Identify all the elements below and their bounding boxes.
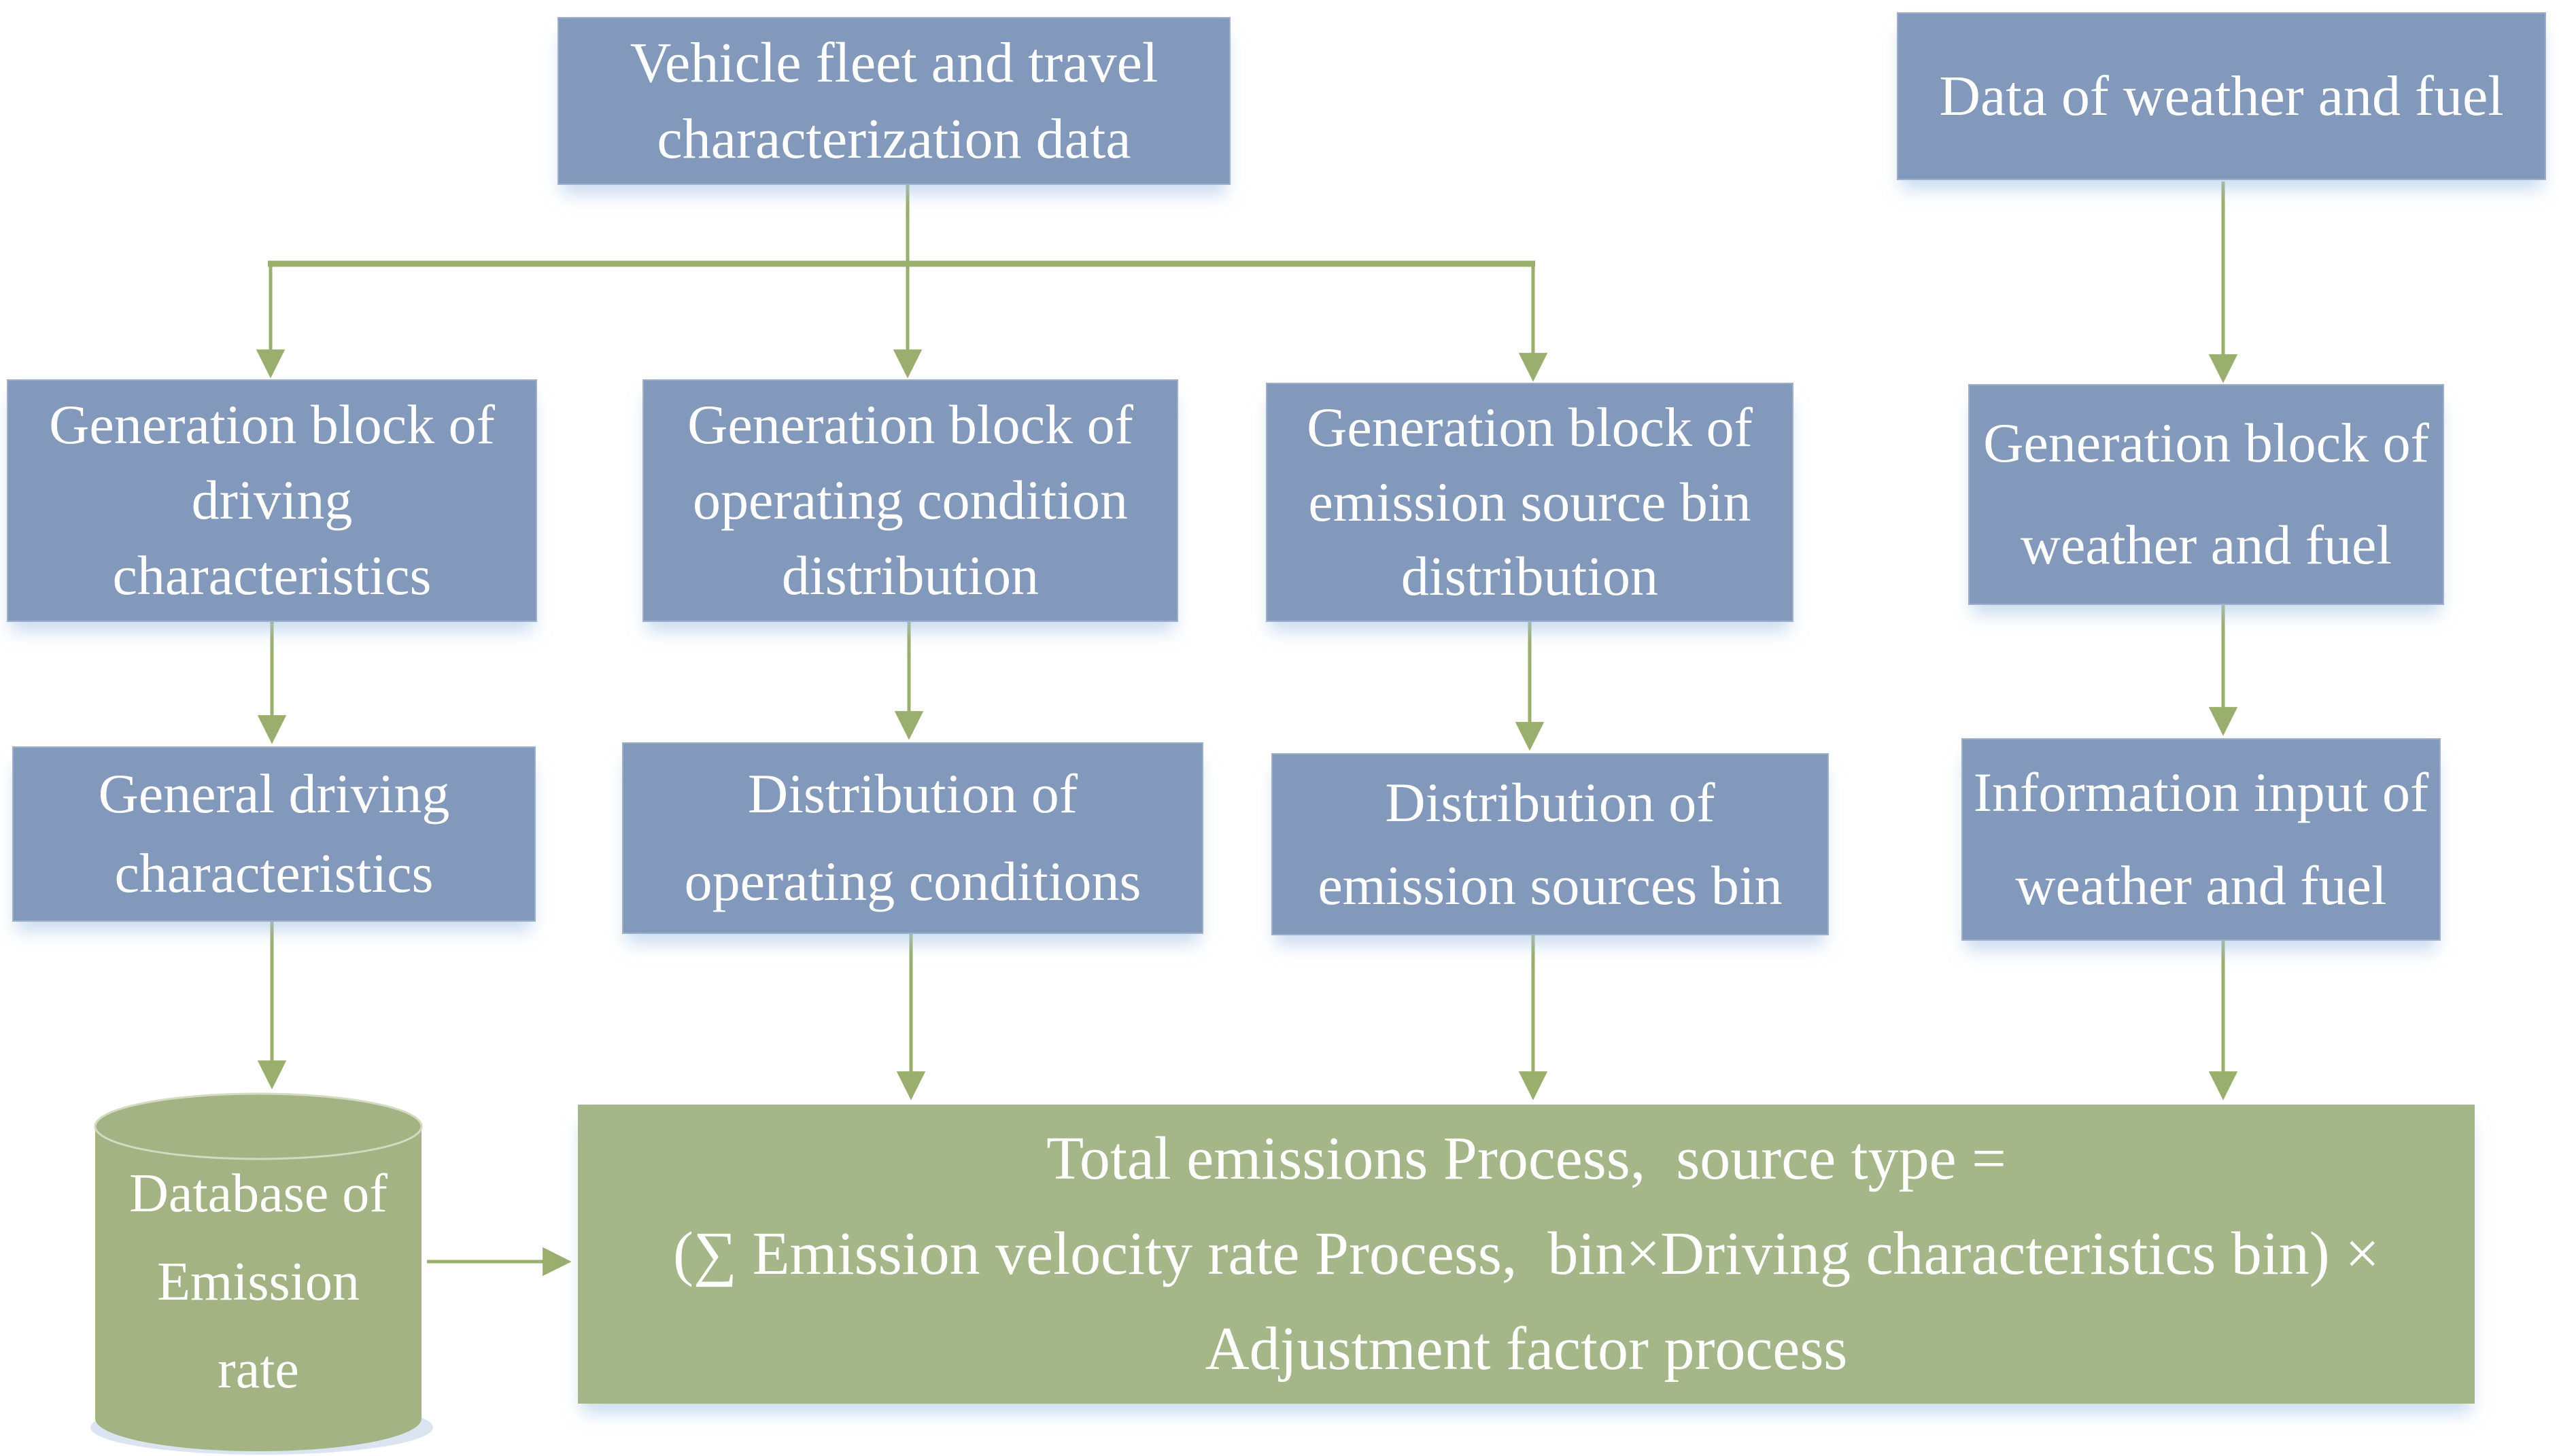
box-text-line: characteristics xyxy=(112,544,432,607)
formula-line: Total emissions Process, source type = xyxy=(1046,1124,2006,1192)
box-text-line: Database of xyxy=(129,1164,388,1224)
database-cylinder-top xyxy=(94,1092,423,1160)
box-text-line: Information input of xyxy=(1973,761,2429,824)
box-text-line: Generation block of xyxy=(49,394,495,456)
box-text-line: operating condition xyxy=(693,469,1128,532)
box-text-line: characterization data xyxy=(657,107,1131,171)
box-total-emissions-formula: Total emissions Process, source type = (… xyxy=(578,1105,2475,1404)
box-text-line: Generation block of xyxy=(687,394,1133,456)
box-text-line: General driving xyxy=(98,763,450,825)
box-text-line: weather and fuel xyxy=(2015,854,2387,917)
formula-line: Adjustment factor process xyxy=(1205,1315,1848,1383)
box-generation-weather-fuel: Generation block of weather and fuel xyxy=(1968,384,2444,605)
box-generation-emission-source-bin: Generation block of emission source bin … xyxy=(1266,383,1793,622)
box-generation-driving-characteristics: Generation block of driving characterist… xyxy=(7,379,537,622)
database-cylinder-body xyxy=(95,1126,422,1419)
box-text-line: operating conditions xyxy=(684,850,1141,913)
box-weather-fuel-data: Data of weather and fuel xyxy=(1897,12,2546,180)
box-text-line: distribution xyxy=(781,544,1040,607)
box-text-line: Generation block of xyxy=(1983,411,2429,474)
box-distribution-operating-conditions: Distribution of operating conditions xyxy=(622,742,1203,934)
database-emission-rate-label: Database of Emission rate xyxy=(102,1150,415,1414)
box-general-driving-characteristics: General driving characteristics xyxy=(12,746,536,922)
box-vehicle-fleet-data: Vehicle fleet and travel characterizatio… xyxy=(557,17,1231,185)
formula-line: (∑ Emission velocity rate Process, bin×D… xyxy=(672,1219,2380,1287)
box-information-input-weather-fuel: Information input of weather and fuel xyxy=(1961,738,2441,941)
box-text-line: Generation block of xyxy=(1307,396,1753,459)
box-text-line: driving xyxy=(191,469,353,532)
box-text-line: Emission xyxy=(157,1251,360,1312)
box-generation-operating-condition: Generation block of operating condition … xyxy=(642,379,1178,622)
box-text-line: Data of weather and fuel xyxy=(1939,64,2504,128)
database-cylinder-bottom xyxy=(95,1386,422,1451)
box-text-line: Distribution of xyxy=(747,763,1078,825)
box-text-line: weather and fuel xyxy=(2020,514,2392,576)
box-distribution-emission-sources-bin: Distribution of emission sources bin xyxy=(1271,753,1829,935)
box-text-line: rate xyxy=(218,1340,299,1400)
box-text-line: Vehicle fleet and travel xyxy=(630,31,1158,95)
box-text-line: emission source bin xyxy=(1308,470,1751,533)
box-text-line: distribution xyxy=(1401,544,1659,607)
box-text-line: emission sources bin xyxy=(1318,854,1783,916)
box-text-line: Distribution of xyxy=(1385,771,1715,833)
box-text-line: characteristics xyxy=(114,842,434,905)
